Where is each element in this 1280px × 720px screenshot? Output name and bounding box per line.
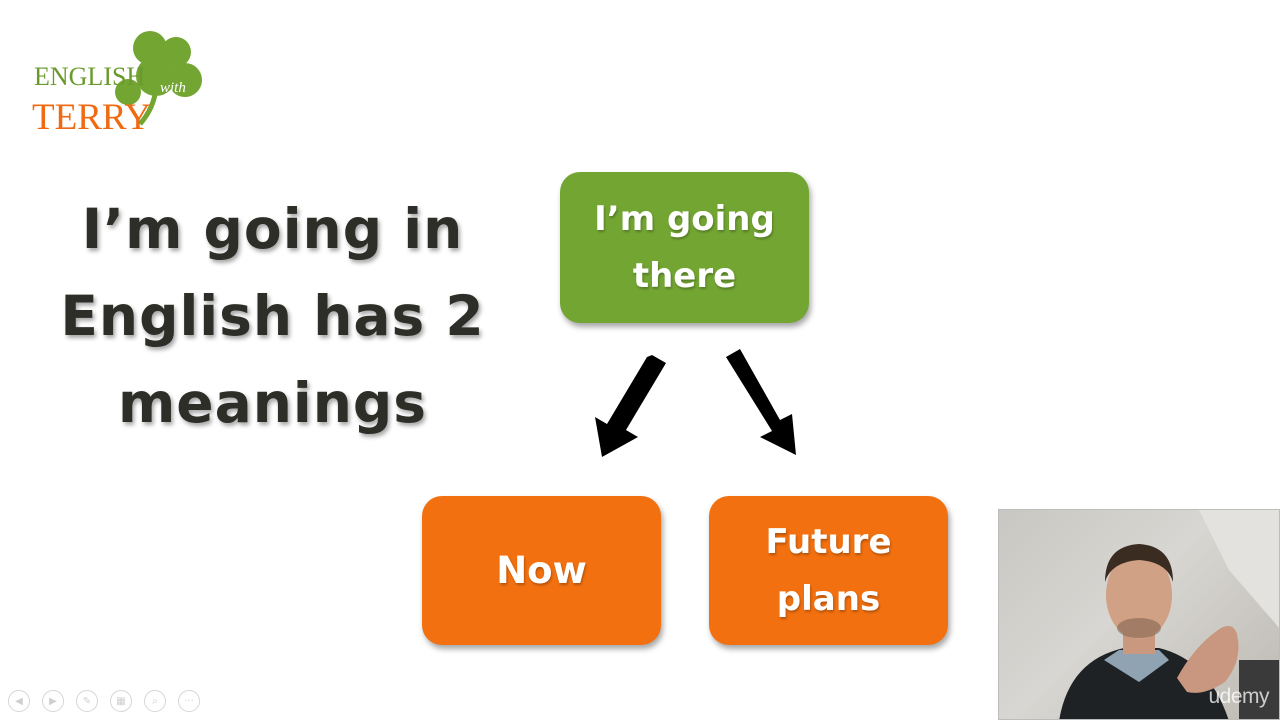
future-plans-line-2: plans (776, 578, 881, 619)
arrow-right-icon (726, 349, 796, 455)
udemy-watermark: udemy (1208, 685, 1269, 708)
shamrock-icon (115, 31, 202, 126)
pen-tool-button[interactable]: ✎ (76, 690, 98, 712)
going-there-line-2: there (632, 255, 737, 296)
see-all-slides-button[interactable]: ▦ (110, 690, 132, 712)
next-slide-button[interactable]: ▶ (42, 690, 64, 712)
arrow-left-icon (595, 355, 666, 457)
previous-slide-button[interactable]: ◀ (8, 690, 30, 712)
now-box: Now (422, 496, 661, 645)
slide-headline: I’m going in English has 2 meanings (40, 186, 505, 447)
going-there-box: I’m going there (560, 172, 809, 323)
logo-terry-text: TERRY (32, 97, 152, 138)
going-there-line-1: I’m going (594, 198, 775, 239)
logo-with-text: with (160, 80, 186, 96)
future-plans-box: Future plans (709, 496, 948, 645)
slides-icon: ▦ (116, 695, 126, 707)
english-with-terry-logo: ENGLISH with TERRY (28, 28, 208, 138)
presenter-video[interactable]: udemy (998, 509, 1280, 720)
zoom-icon: ⌕ (152, 695, 158, 707)
now-label: Now (496, 549, 587, 592)
diagram-arrows (595, 349, 796, 457)
more-icon: ··· (184, 695, 194, 707)
zoom-button[interactable]: ⌕ (144, 690, 166, 712)
logo-english-text: ENGLISH (34, 62, 146, 91)
headline-line-2: English has 2 (60, 284, 485, 348)
headline-line-3: meanings (118, 371, 427, 435)
pen-icon: ✎ (82, 695, 92, 707)
presenter-image (1059, 510, 1279, 719)
future-plans-line-1: Future (765, 521, 892, 562)
headline-line-1: I’m going in (81, 197, 464, 261)
previous-icon: ◀ (15, 695, 23, 707)
presentation-controls: ◀ ▶ ✎ ▦ ⌕ ··· (8, 690, 200, 714)
more-options-button[interactable]: ··· (178, 690, 200, 712)
next-icon: ▶ (49, 695, 57, 707)
